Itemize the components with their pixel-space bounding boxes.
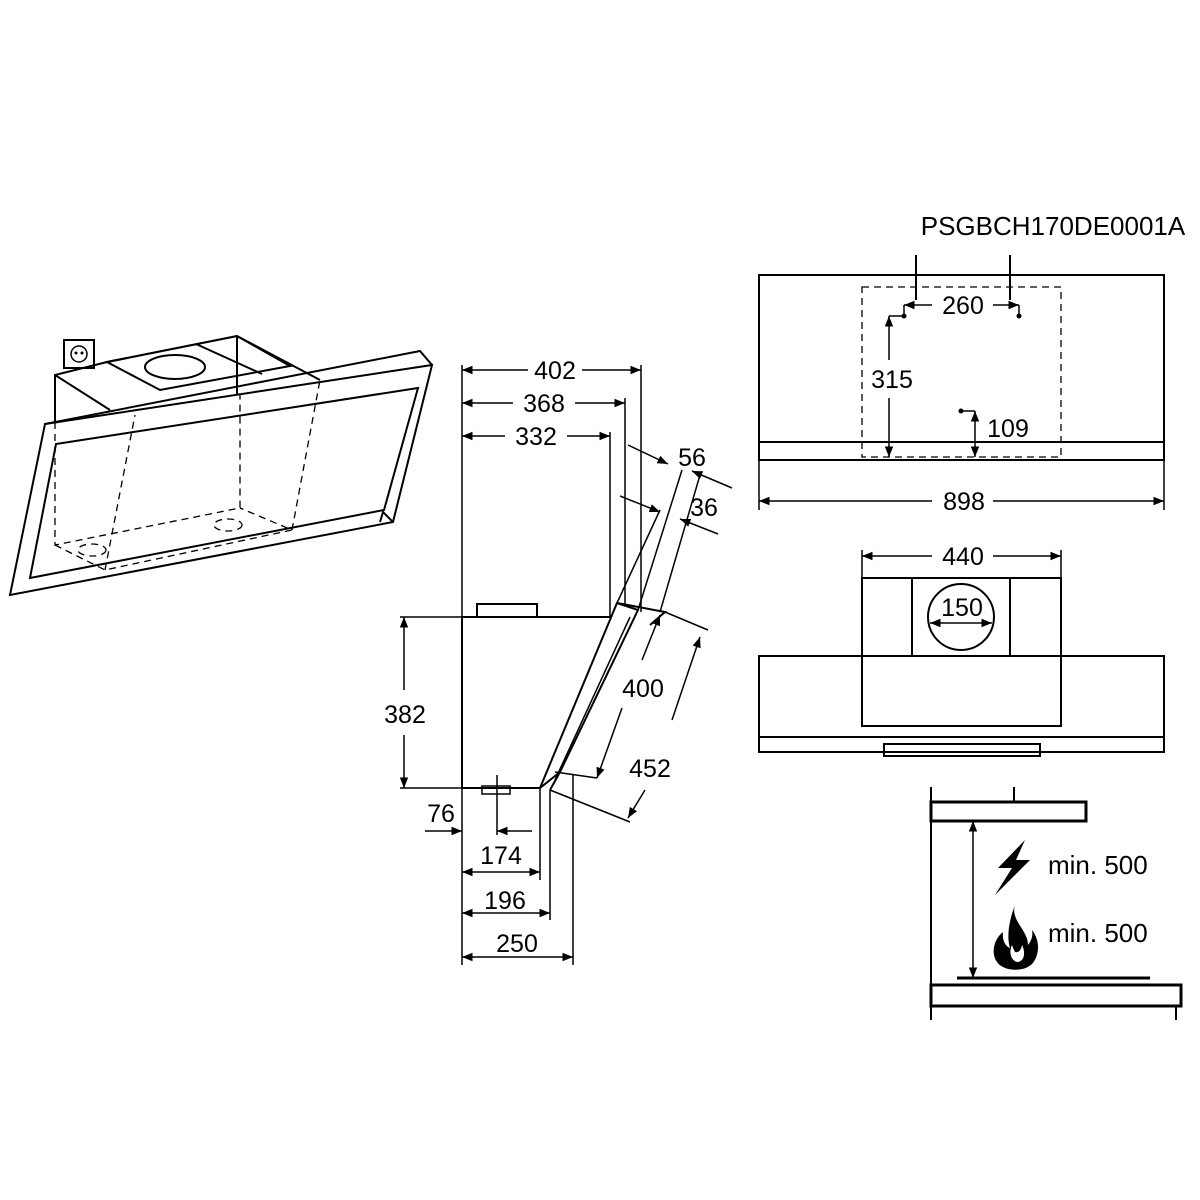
dim-196: 196 [484, 887, 526, 915]
dim-250: 250 [496, 930, 538, 958]
hood-underside [929, 800, 1088, 823]
front-hood [758, 274, 1165, 461]
dim-332: 332 [515, 423, 557, 451]
dim-898: 898 [943, 488, 985, 516]
electric-icon [995, 840, 1030, 895]
dim-382: 382 [384, 701, 426, 729]
part-number: PSGBCH170DE0001A [921, 211, 1186, 241]
installation-view: min. 500 min. 500 [929, 787, 1183, 1020]
socket-icon [63, 339, 95, 369]
dim-315: 315 [871, 366, 913, 394]
side-view: 402 368 332 382 56 36 400 452 [384, 357, 733, 965]
dim-174: 174 [480, 842, 522, 870]
dim-440: 440 [942, 543, 984, 571]
dim-452: 452 [629, 755, 671, 783]
isometric-view [8, 334, 434, 597]
outlet-circle [927, 583, 995, 651]
top-view: 150 440 [758, 543, 1165, 757]
dim-400: 400 [622, 675, 664, 703]
dim-109: 109 [987, 415, 1029, 443]
gas-clearance: min. 500 [1048, 918, 1148, 948]
dim-76: 76 [427, 800, 455, 828]
front-view: 260 315 109 898 [758, 255, 1165, 516]
dim-150: 150 [941, 594, 983, 622]
glass-panel-outer [8, 363, 434, 597]
dim-402: 402 [534, 357, 576, 385]
outlet-ellipse [144, 354, 206, 380]
dim-56: 56 [678, 444, 706, 472]
dim-368: 368 [523, 390, 565, 418]
dim-260: 260 [942, 292, 984, 320]
dim-36: 36 [690, 494, 718, 522]
flame-icon [993, 905, 1038, 970]
glass-panel-inner [28, 386, 420, 580]
hood-body [461, 616, 610, 788]
cooktop [929, 983, 1183, 1008]
electric-clearance: min. 500 [1048, 850, 1148, 880]
